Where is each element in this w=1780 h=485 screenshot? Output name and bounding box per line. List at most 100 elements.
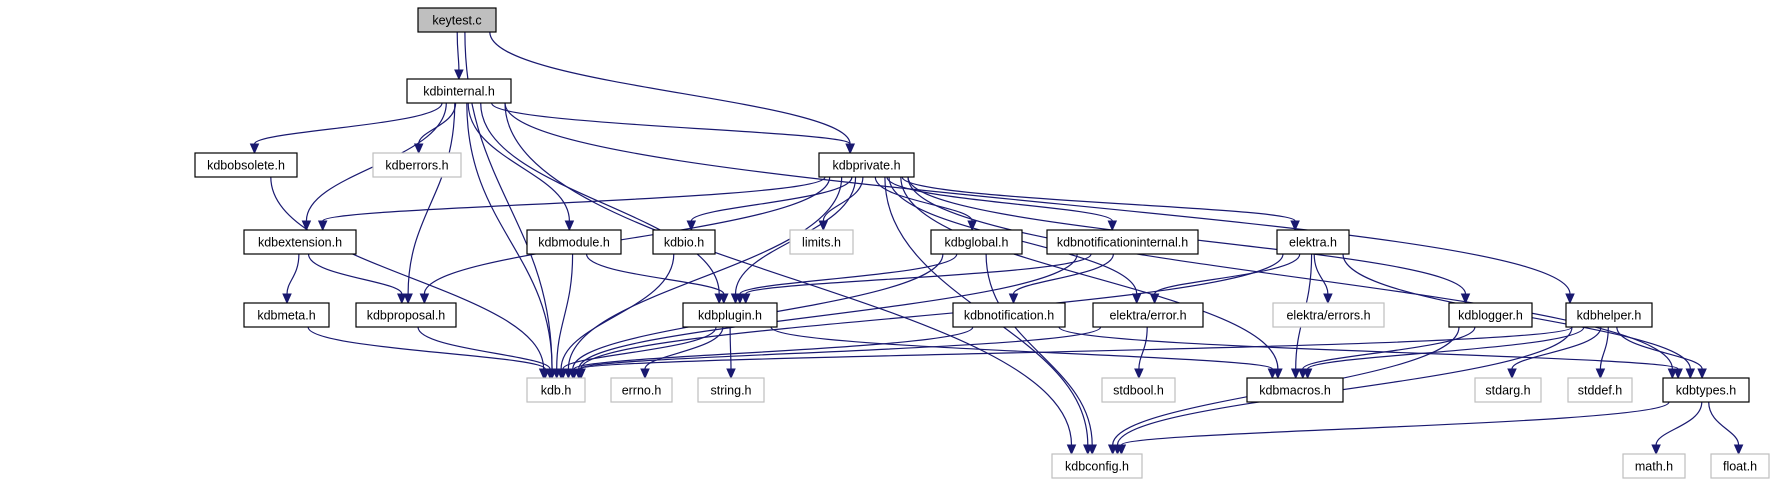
node-box-kdbobsolete-h [194,152,298,178]
node-label-kdbmodule-h: kdbmodule.h [538,236,610,250]
edge-kdbinternal-h-to-kdbmodule-h [467,102,570,222]
arrowhead-elektra-h-to-elektra-error-h [1149,293,1160,305]
node-kdbplugin-h[interactable]: kdbplugin.h [682,302,778,328]
edge-elektra-h-to-kdb-h [580,253,1284,370]
arrowhead-elektra-h-to-elektra-errors-h [1323,293,1333,305]
edge-kdbinternal-h-to-kdbplugin-h [480,102,720,295]
node-box-kdberrors-h [372,152,462,178]
node-label-elektra-h: elektra.h [1289,236,1337,250]
edge-kdblogger-h-to-kdbmacros-h [1302,326,1476,370]
node-box-limits-h [789,229,854,255]
node-elektra-h[interactable]: elektra.h [1276,229,1350,255]
node-label-limits-h: limits.h [802,236,841,250]
node-kdbglobal-h[interactable]: kdbglobal.h [930,229,1023,255]
node-stdarg-h: stdarg.h [1474,377,1542,403]
node-label-kdbio-h: kdbio.h [664,236,704,250]
arrowhead-kdbhelper-h-to-kdb-h [576,368,586,380]
node-float-h: float.h [1710,453,1770,479]
node-errno-h: errno.h [610,377,673,403]
edge-kdbhelper-h-to-stdarg-h [1511,326,1602,370]
edge-elektra-error-h-to-stdbool-h [1138,326,1148,370]
edge-kdbtypes-h-to-math-h [1655,401,1703,446]
edge-kdbinternal-h-to-kdbprivate-h [491,102,851,145]
node-label-kdblogger-h: kdblogger.h [1458,309,1523,323]
edge-kdbnotification-h-to-kdbtypes-h [1058,326,1679,370]
node-kdbnotification-h[interactable]: kdbnotification.h [952,302,1066,328]
node-kdbhelper-h[interactable]: kdbhelper.h [1565,302,1653,328]
arrowhead-kdbmodule-h-to-kdbplugin-h [719,293,729,305]
arrowhead-kdbnotification-h-to-kdbtypes-h [1673,368,1683,380]
node-box-string-h [697,377,765,403]
edge-kdbglobal-h-to-kdbconfig-h [985,253,1093,446]
node-kdb-h: kdb.h [526,377,586,403]
edge-kdbprivate-h-to-kdbextension-h [322,176,826,222]
node-box-kdblogger-h [1448,302,1533,328]
edge-kdbtypes-h-to-kdbconfig-h [1120,401,1670,446]
edge-elektra-error-h-to-kdb-h [579,326,1102,370]
node-label-float-h: float.h [1723,460,1757,474]
arrowhead-kdbglobal-h-to-kdbplugin-h [735,293,745,305]
node-kdbobsolete-h[interactable]: kdbobsolete.h [194,152,298,178]
node-label-kdbglobal-h: kdbglobal.h [945,236,1009,250]
node-label-kdbprivate-h: kdbprivate.h [832,159,900,173]
node-kdbproposal-h[interactable]: kdbproposal.h [355,302,457,328]
edge-kdbinternal-h-to-kdbconfig-h [504,102,1073,446]
arrowhead-kdbhelper-h-to-stddef-h [1595,368,1606,380]
node-kdbnotificationinternal-h[interactable]: kdbnotificationinternal.h [1046,229,1199,255]
edge-elektra-h-to-elektra-error-h [1154,253,1301,295]
edge-kdbprivate-h-to-kdbtypes-h [907,176,1673,370]
edge-kdbnotification-h-to-kdb-h [573,326,974,370]
edge-kdbextension-h-to-kdbmeta-h [286,253,300,295]
node-kdbmodule-h[interactable]: kdbmodule.h [526,229,622,255]
node-kdbmacros-h[interactable]: kdbmacros.h [1246,377,1344,403]
node-label-kdberrors-h: kdberrors.h [385,159,448,173]
arrowhead-kdbprivate-h-to-kdbtypes-h [1667,368,1678,380]
node-box-kdbplugin-h [682,302,778,328]
edge-kdbinternal-h-to-kdbhelper-h [504,102,1571,295]
arrowhead-kdbprivate-h-to-kdbio-h [686,220,697,232]
node-box-kdbmeta-h [243,302,330,328]
arrowhead-kdbprivate-h-to-kdbglobal-h [967,220,977,232]
node-box-stdarg-h [1474,377,1542,403]
node-kdbprivate-h[interactable]: kdbprivate.h [818,152,915,178]
node-label-keytest-c: keytest.c [432,14,481,28]
node-label-kdbtypes-h: kdbtypes.h [1676,384,1737,398]
arrowhead-kdbnotificationinternal-h-to-kdbnotification-h [1008,293,1019,305]
arrowhead-kdbtypes-h-to-float-h [1733,444,1744,456]
edge-kdbinternal-h-to-kdb-h [466,102,553,370]
edge-kdbhelper-h-to-kdbmacros-h [1307,326,1585,370]
arrowhead-kdbprivate-h-to-kdbproposal-h [419,293,430,305]
edges-layer [249,31,1744,456]
node-kdbinternal-h[interactable]: kdbinternal.h [406,78,512,104]
node-kdbextension-h[interactable]: kdbextension.h [243,229,357,255]
arrowhead-kdbnotification-h-to-kdb-h [569,368,579,380]
node-elektra-error-h[interactable]: elektra/error.h [1092,302,1204,328]
node-label-errno-h: errno.h [622,384,662,398]
node-box-kdbprivate-h [818,152,915,178]
node-keytest-c[interactable]: keytest.c [417,7,497,33]
node-label-kdbproposal-h: kdbproposal.h [367,309,446,323]
arrowhead-elektra-h-to-kdbtypes-h [1685,368,1696,380]
node-box-keytest-c [417,7,497,33]
node-kdbtypes-h[interactable]: kdbtypes.h [1662,377,1750,403]
node-kdblogger-h[interactable]: kdblogger.h [1448,302,1533,328]
arrowhead-kdbtypes-h-to-math-h [1651,444,1661,456]
node-label-kdb-h: kdb.h [541,384,572,398]
node-box-elektra-error-h [1092,302,1204,328]
node-label-elektra-error-h: elektra/error.h [1109,309,1186,323]
arrowhead-kdbinternal-h-to-kdbextension-h [301,220,312,232]
edge-kdbinternal-h-to-kdbobsolete-h [253,102,443,145]
arrowhead-keytest-c-to-kdbinternal-h [454,69,464,81]
node-label-stdbool-h: stdbool.h [1113,384,1164,398]
node-stdbool-h: stdbool.h [1101,377,1176,403]
edge-kdbnotificationinternal-h-to-kdbnotification-h [1012,253,1114,295]
node-math-h: math.h [1622,453,1686,479]
node-kdbio-h[interactable]: kdbio.h [652,229,716,255]
arrowhead-elektra-h-to-kdbmacros-h [1290,368,1301,380]
edge-kdbnotificationinternal-h-to-kdbplugin-h [745,253,1092,295]
node-kdbmeta-h[interactable]: kdbmeta.h [243,302,330,328]
node-box-kdbhelper-h [1565,302,1653,328]
node-label-math-h: math.h [1635,460,1673,474]
nodes-layer: keytest.c kdbinternal.h kdbobsolete.h kdber… [194,7,1770,479]
node-label-kdbconfig-h: kdbconfig.h [1065,460,1129,474]
